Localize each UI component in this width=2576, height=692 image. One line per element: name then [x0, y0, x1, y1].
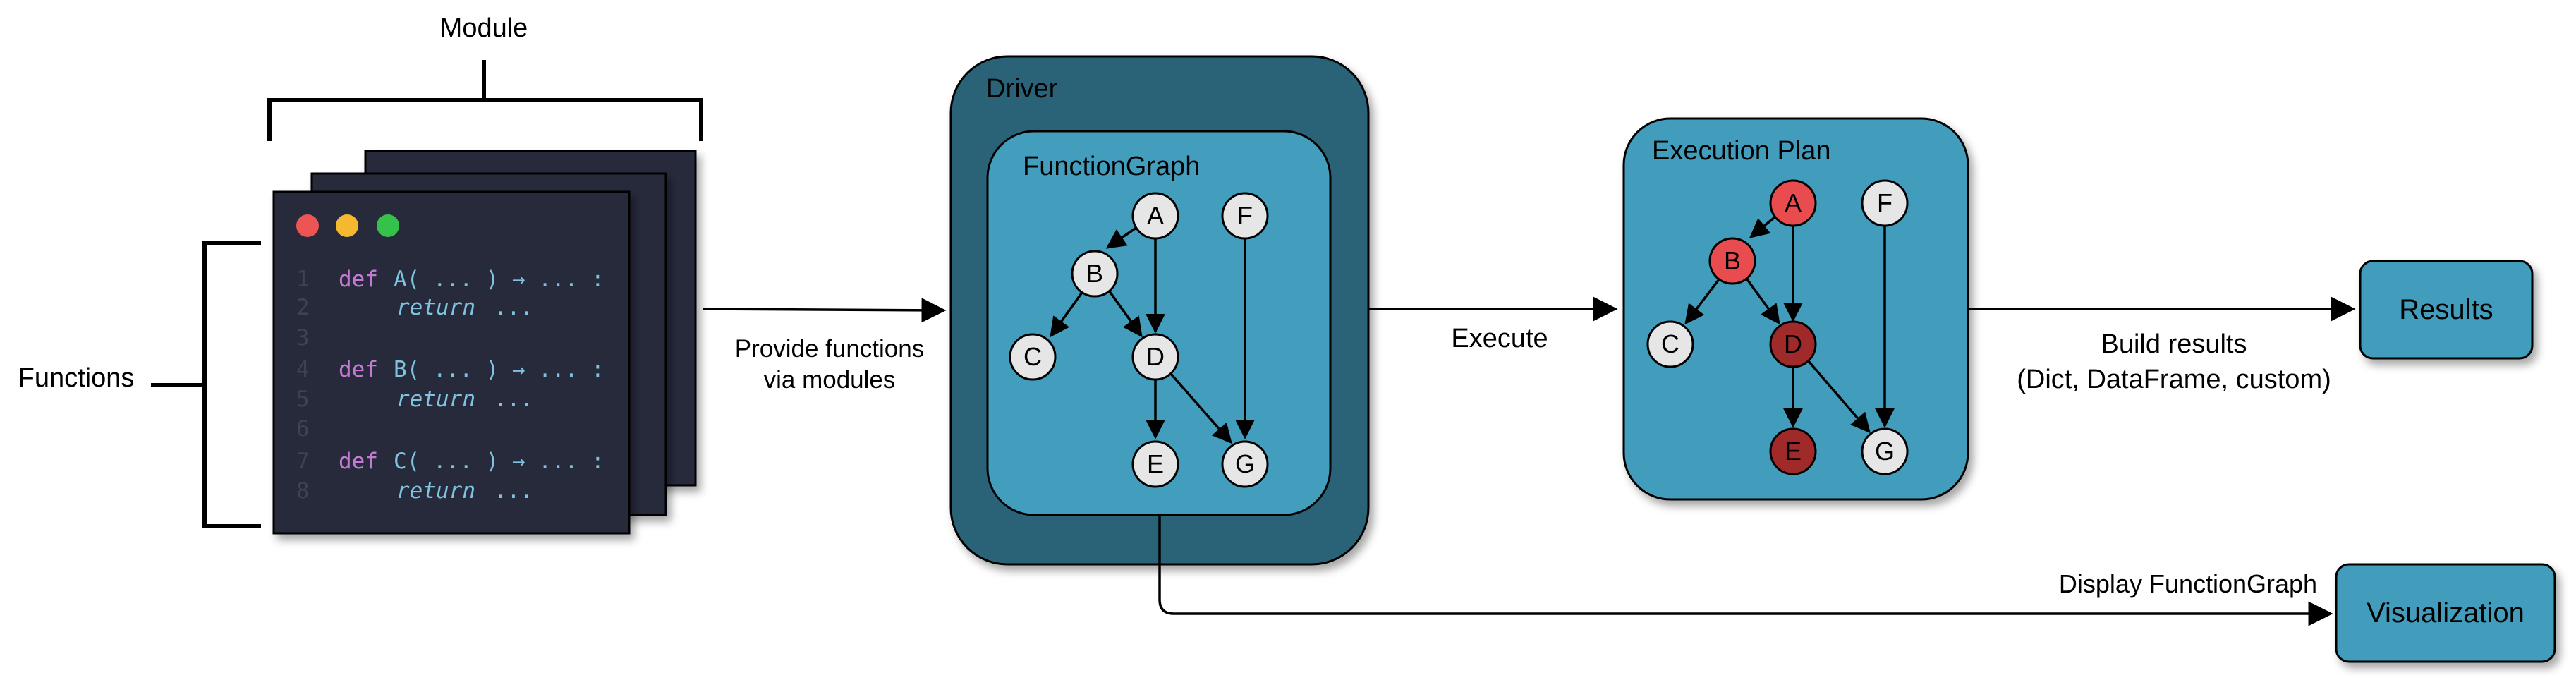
visualization-box: Visualization — [2335, 563, 2556, 663]
execution-plan-title: Execution Plan — [1652, 136, 1831, 166]
results-box: Results — [2359, 260, 2534, 360]
line-number: 6 — [296, 416, 310, 442]
code-keyword: return — [396, 478, 475, 504]
code-window-stack: 1 def A( ... ) → ... : 2 return ... 3 4 … — [272, 150, 697, 535]
driver-title: Driver — [986, 74, 1058, 104]
results-label: Results — [2399, 294, 2493, 325]
line-number: 3 — [296, 325, 310, 351]
svg-text:D: D — [1146, 342, 1165, 371]
graph-node-c: C — [1009, 333, 1057, 381]
code-value: ... — [494, 295, 533, 320]
line-number: 7 — [296, 449, 310, 474]
window-close-dot — [296, 214, 319, 237]
svg-text:F: F — [1237, 201, 1253, 230]
svg-text:C: C — [1023, 342, 1042, 371]
provide-functions-arrow: Provide functions via modules — [702, 298, 947, 394]
svg-text:A: A — [1785, 188, 1802, 217]
build-label-line1: Build results — [2101, 329, 2247, 359]
code-signature: A( ... ) → ... : — [394, 267, 604, 292]
functions-bracket: Functions — [18, 241, 261, 528]
plan-node-d: D — [1769, 320, 1817, 368]
line-number: 1 — [296, 267, 310, 292]
graph-node-b: B — [1071, 250, 1119, 298]
module-label: Module — [440, 13, 528, 43]
code-window-front — [272, 190, 631, 535]
code-keyword: return — [396, 295, 475, 320]
line-number: 4 — [296, 357, 310, 382]
execute-arrow: Execute — [1368, 296, 1618, 353]
code-value: ... — [494, 478, 533, 504]
plan-node-b: B — [1708, 237, 1756, 285]
display-graph-arrow: Display FunctionGraph — [1158, 516, 2333, 626]
svg-text:G: G — [1235, 449, 1255, 478]
graph-node-d: D — [1131, 333, 1179, 381]
provide-label-line1: Provide functions — [735, 335, 924, 363]
line-number: 2 — [296, 295, 310, 320]
window-maximize-dot — [377, 214, 399, 237]
execution-plan-box: Execution Plan A B C — [1622, 117, 1969, 501]
line-number: 5 — [296, 387, 310, 412]
execute-label: Execute — [1451, 324, 1548, 353]
svg-text:B: B — [1724, 246, 1741, 275]
svg-text:A: A — [1147, 201, 1164, 230]
provide-label-line2: via modules — [764, 366, 896, 394]
plan-node-e: E — [1769, 427, 1817, 475]
module-bracket: Module — [267, 13, 703, 141]
display-label: Display FunctionGraph — [2059, 569, 2317, 598]
window-minimize-dot — [336, 214, 358, 237]
functions-label: Functions — [18, 363, 135, 393]
build-label-line2: (Dict, DataFrame, custom) — [2017, 365, 2331, 394]
plan-node-f: F — [1861, 179, 1909, 227]
code-keyword: def — [339, 357, 378, 382]
function-graph-title: FunctionGraph — [1023, 152, 1200, 181]
graph-node-g: G — [1221, 440, 1269, 488]
svg-text:D: D — [1784, 329, 1802, 358]
code-value: ... — [494, 387, 533, 412]
visualization-label: Visualization — [2367, 597, 2525, 629]
svg-text:B: B — [1086, 259, 1103, 288]
plan-node-g: G — [1861, 427, 1909, 475]
code-signature: C( ... ) → ... : — [394, 449, 604, 474]
code-keyword: def — [339, 267, 378, 292]
svg-text:F: F — [1877, 188, 1892, 217]
svg-text:C: C — [1661, 329, 1679, 358]
code-signature: B( ... ) → ... : — [394, 357, 604, 382]
build-results-arrow: Build results (Dict, DataFrame, custom) — [1968, 296, 2356, 394]
plan-node-c: C — [1646, 320, 1694, 368]
graph-node-a: A — [1131, 192, 1179, 240]
svg-text:G: G — [1875, 437, 1895, 466]
line-number: 8 — [296, 478, 310, 504]
graph-node-e: E — [1131, 440, 1179, 488]
plan-node-a: A — [1769, 179, 1817, 227]
code-keyword: def — [339, 449, 378, 474]
code-keyword: return — [396, 387, 475, 412]
svg-text:E: E — [1147, 449, 1164, 478]
svg-text:E: E — [1785, 437, 1802, 466]
graph-node-f: F — [1221, 192, 1269, 240]
driver-box: Driver FunctionGraph A B C — [949, 55, 1370, 566]
